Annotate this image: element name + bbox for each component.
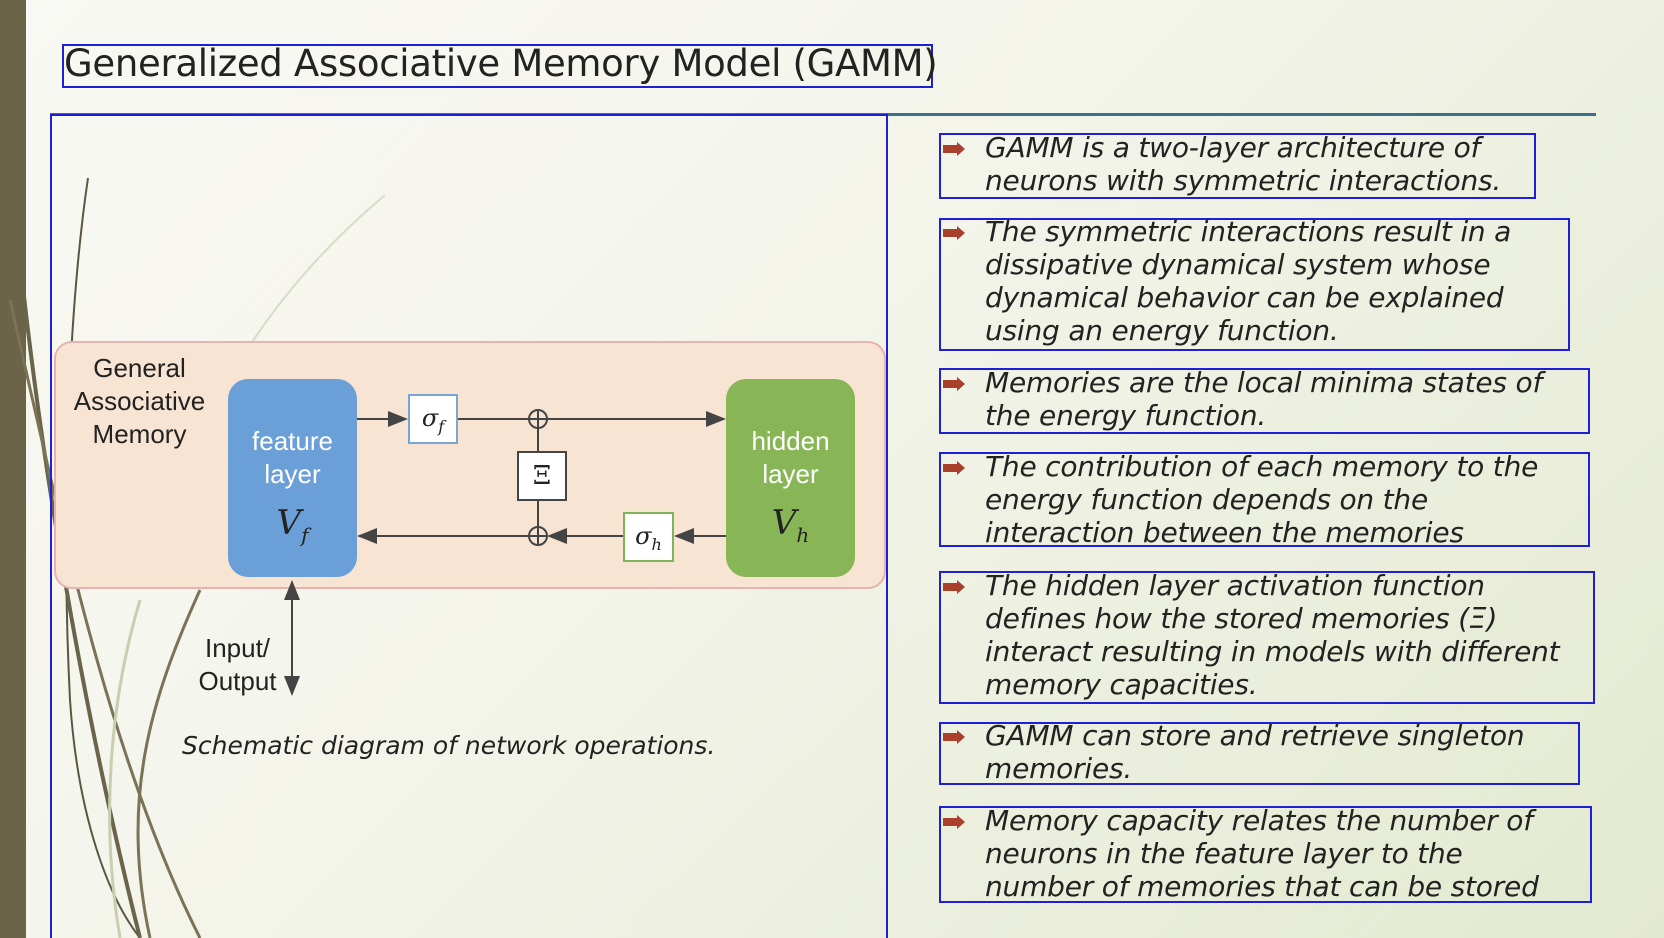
hidden-layer-name: hidden layer bbox=[726, 425, 855, 491]
bullet-line: defines how the stored memories (Ξ) bbox=[985, 602, 1498, 635]
bullet-line: the energy function. bbox=[985, 399, 1267, 432]
bullet-item: Memory capacity relates the number of ne… bbox=[985, 804, 1539, 903]
arrow-bullet-icon bbox=[943, 226, 965, 240]
slide-left-bar bbox=[0, 0, 26, 938]
feature-layer-name: feature layer bbox=[228, 425, 357, 491]
bullet-line: number of memories that can be stored bbox=[985, 870, 1539, 903]
bullet-line: The contribution of each memory to the bbox=[985, 450, 1539, 483]
bullet-line: memory capacities. bbox=[985, 668, 1258, 701]
bullet-line: Memories are the local minima states of bbox=[985, 366, 1543, 399]
label-line: General bbox=[93, 353, 186, 383]
bullet-line: The symmetric interactions result in a bbox=[985, 215, 1512, 248]
bullet-frame bbox=[939, 571, 1595, 704]
bullet-item: The hidden layer activation function def… bbox=[985, 569, 1560, 701]
label-line: Input/ bbox=[204, 633, 271, 663]
bullet-line: dissipative dynamical system whose bbox=[985, 248, 1491, 281]
bullet-line: GAMM can store and retrieve singleton bbox=[985, 719, 1525, 752]
bullet-frame bbox=[939, 722, 1580, 785]
label-line: Memory bbox=[92, 419, 187, 449]
bullet-line: The hidden layer activation function bbox=[985, 569, 1485, 602]
arrow-bullet-icon bbox=[943, 142, 965, 156]
bullet-item: The contribution of each memory to the e… bbox=[985, 450, 1538, 549]
bullet-item: The symmetric interactions result in a d… bbox=[985, 215, 1511, 347]
bullet-line: Memory capacity relates the number of bbox=[985, 804, 1533, 837]
bullet-item: GAMM can store and retrieve singleton me… bbox=[985, 719, 1525, 785]
bullet-frame bbox=[939, 806, 1592, 903]
bullet-line: energy function depends on the bbox=[985, 483, 1428, 516]
sigma-f-box: σf bbox=[408, 394, 458, 444]
bullet-line: neurons with symmetric interactions. bbox=[985, 164, 1502, 197]
bullet-frame bbox=[939, 218, 1570, 351]
label-line: layer bbox=[762, 459, 819, 489]
slide-title: Generalized Associative Memory Model (GA… bbox=[64, 42, 938, 85]
hidden-layer-symbol: Vh bbox=[771, 503, 810, 547]
feature-layer-block: feature layer Vf bbox=[228, 379, 357, 577]
title-frame bbox=[62, 44, 933, 88]
associative-memory-label: General Associative Memory bbox=[62, 352, 217, 451]
label-line: Output bbox=[198, 666, 277, 696]
arrow-bullet-icon bbox=[943, 730, 965, 744]
xi-box: Ξ bbox=[517, 451, 567, 501]
bullet-line: interaction between the memories bbox=[985, 516, 1464, 549]
bullet-frame bbox=[939, 133, 1536, 199]
arrow-bullet-icon bbox=[943, 580, 965, 594]
label-line: layer bbox=[264, 459, 321, 489]
bullet-line: memories. bbox=[985, 752, 1133, 785]
arrow-bullet-icon bbox=[943, 377, 965, 391]
bullet-line: dynamical behavior can be explained bbox=[985, 281, 1504, 314]
sigma-h-box: σh bbox=[623, 512, 674, 562]
label-line: feature bbox=[252, 426, 333, 456]
input-output-label: Input/ Output bbox=[180, 632, 295, 698]
arrow-bullet-icon bbox=[943, 815, 965, 829]
bullet-frame bbox=[939, 452, 1590, 547]
diagram-caption: Schematic diagram of network operations. bbox=[182, 731, 716, 760]
bullet-item: GAMM is a two-layer architecture of neur… bbox=[985, 131, 1501, 197]
bullet-line: neurons in the feature layer to the bbox=[985, 837, 1463, 870]
bullet-line: GAMM is a two-layer architecture of bbox=[985, 131, 1481, 164]
bullet-item: Memories are the local minima states of … bbox=[985, 366, 1542, 432]
label-line: hidden bbox=[751, 426, 830, 456]
bullet-line: using an energy function. bbox=[985, 314, 1339, 347]
bullet-line: interact resulting in models with differ… bbox=[985, 635, 1560, 668]
bullet-frame bbox=[939, 368, 1590, 434]
feature-layer-symbol: Vf bbox=[276, 503, 309, 547]
diagram-panel bbox=[50, 114, 888, 938]
hidden-layer-block: hidden layer Vh bbox=[726, 379, 855, 577]
label-line: Associative bbox=[73, 386, 206, 416]
arrow-bullet-icon bbox=[943, 461, 965, 475]
